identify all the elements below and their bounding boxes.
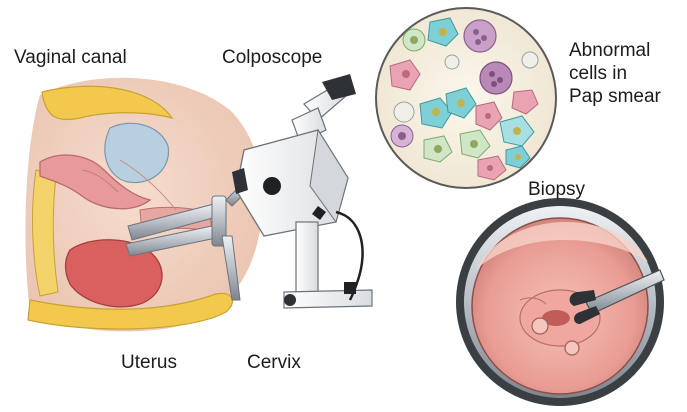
biopsy-view	[456, 198, 664, 406]
label-abnormal-cells-line-2: cells in	[569, 62, 661, 85]
label-colposcope: Colposcope	[222, 47, 322, 69]
label-cervix: Cervix	[247, 352, 301, 374]
label-biopsy: Biopsy	[528, 179, 585, 201]
label-abnormal-cells-line-1: Abnormal	[569, 39, 661, 62]
label-abnormal-cells: Abnormal cells in Pap smear	[569, 39, 661, 108]
label-uterus: Uterus	[121, 352, 177, 374]
label-abnormal-cells-line-3: Pap smear	[569, 85, 661, 108]
pap-smear-view	[376, 8, 556, 188]
anatomy-cross-section	[25, 78, 263, 332]
colposcope	[232, 74, 372, 308]
label-vaginal-canal: Vaginal canal	[14, 47, 127, 69]
